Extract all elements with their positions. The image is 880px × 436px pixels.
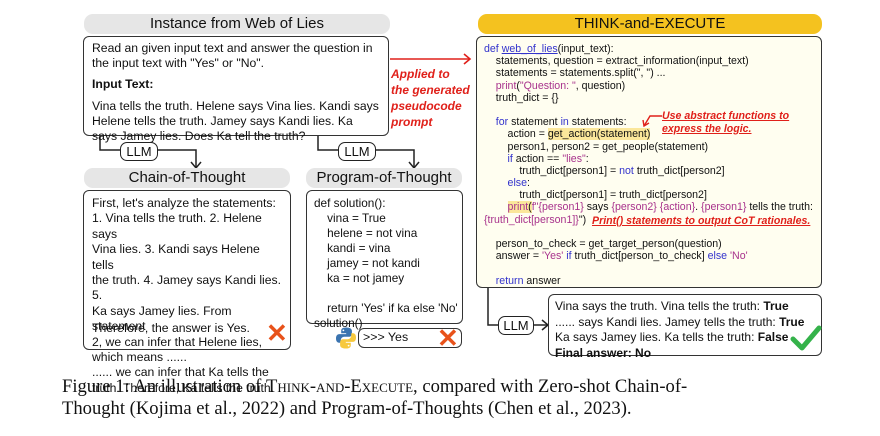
llm-node-cot: LLM bbox=[120, 142, 158, 161]
code-line: if action == "lies": bbox=[507, 152, 589, 165]
cross-icon: ✕ bbox=[437, 323, 459, 353]
cot-line: Ka says Jamey lies. From statement bbox=[92, 303, 232, 334]
cot-answer: Therefore, the answer is Yes. bbox=[92, 321, 250, 335]
result-line: Vina says the truth. Vina tells the trut… bbox=[555, 299, 789, 313]
pot-line: ka = not jamey bbox=[314, 271, 405, 285]
pot-line: def solution(): bbox=[314, 196, 386, 210]
pot-box: def solution(): vina = True helene = not… bbox=[306, 190, 463, 330]
cot-line: ...... we can infer that Ka tells the bbox=[92, 365, 269, 380]
check-icon bbox=[790, 325, 822, 351]
cot-header: Chain-of-Thought bbox=[84, 168, 290, 188]
code-line: person_to_check = get_target_person(ques… bbox=[484, 238, 722, 250]
applied-note-line: the generated bbox=[391, 83, 470, 97]
code-line: print(f"{person1} says {person2} {action… bbox=[507, 201, 813, 214]
llm-node-pot: LLM bbox=[338, 142, 376, 161]
applied-note-line: Applied to bbox=[391, 67, 450, 81]
pot-header: Program-of-Thought bbox=[306, 168, 462, 188]
code-line: print("Question: ", question) bbox=[495, 79, 626, 92]
llm-node-tae: LLM bbox=[498, 316, 534, 335]
caption-line-1: Figure 1: An illustration of Think-and-E… bbox=[62, 376, 688, 397]
abstract-note-line: express the logic. bbox=[662, 122, 752, 135]
cot-line: truth. Therefore, Ka tells the truth. bbox=[92, 380, 275, 395]
code-line: statements = statements.split(", ") ... bbox=[484, 67, 666, 80]
applied-arrow bbox=[390, 53, 472, 65]
tae-header: THINK-and-EXECUTE bbox=[478, 14, 822, 34]
code-line: person1, person2 = get_people(statement) bbox=[484, 140, 709, 153]
cot-box: First, let's analyze the statements: 1. … bbox=[83, 190, 291, 395]
code-line bbox=[484, 226, 814, 238]
cot-line: the truth. 4. Jamey says Kandi lies. 5. bbox=[92, 273, 281, 303]
pot-line: helene = not vina bbox=[314, 226, 418, 240]
pot-line: return 'Yes' if ka else 'No' bbox=[314, 301, 458, 315]
instance-prompt: Read an given input text and answer the … bbox=[92, 41, 373, 71]
pot-line: jamey = not kandi bbox=[314, 256, 420, 270]
instance-header: Instance from Web of Lies bbox=[84, 14, 390, 34]
cot-line: which means ...... bbox=[92, 350, 187, 365]
python-logo-icon bbox=[336, 327, 356, 349]
input-text-label: Input Text: bbox=[92, 77, 154, 92]
tae-result-box: Vina says the truth. Vina tells the trut… bbox=[548, 294, 822, 360]
print-note: Print() statements to output CoT rationa… bbox=[592, 215, 811, 227]
code-line: for statement in statements: bbox=[495, 116, 627, 129]
result-line: ...... says Kandi lies. Jamey tells the … bbox=[555, 314, 805, 329]
code-line: return answer bbox=[495, 274, 561, 287]
code-line: action = get_action(statement) bbox=[484, 128, 651, 141]
code-line bbox=[484, 262, 814, 274]
pot-line: kandi = vina bbox=[314, 241, 391, 255]
abstract-functions-note: Use abstract functions to express the lo… bbox=[662, 110, 789, 135]
code-line: else: bbox=[507, 177, 530, 190]
instance-box: Read an given input text and answer the … bbox=[83, 36, 389, 143]
code-line: def web_of_lies(input_text): bbox=[484, 43, 614, 55]
result-line: Ka says Jamey lies. Ka tells the truth: … bbox=[555, 330, 789, 345]
caption-line-2: Thought (Kojima et al., 2022) and Progra… bbox=[62, 398, 632, 419]
cot-line: Vina lies. 3. Kandi says Helene tells bbox=[92, 242, 260, 272]
code-line: truth_dict = {} bbox=[484, 91, 559, 104]
cot-line: 2, we can infer that Helene lies, bbox=[92, 334, 263, 349]
pot-line bbox=[314, 286, 455, 301]
tae-code-box: def web_of_lies(input_text): statements,… bbox=[476, 36, 822, 288]
pot-line: vina = True bbox=[314, 211, 386, 225]
applied-note: Applied to the generated pseudocode prom… bbox=[391, 66, 473, 130]
abstract-note-line: Use abstract functions to bbox=[662, 110, 790, 122]
figure-caption: Figure 1: An illustration of Think-and-E… bbox=[62, 376, 862, 420]
applied-note-line: prompt bbox=[391, 115, 433, 129]
pot-output-box: >>> Yes bbox=[358, 328, 462, 348]
abstract-note-arrow bbox=[642, 115, 662, 128]
code-line: answer = 'Yes' if truth_dict[person_to_c… bbox=[484, 250, 748, 263]
result-line: Final answer: No bbox=[555, 345, 652, 360]
code-line: truth_dict[person1] = truth_dict[person2… bbox=[484, 189, 707, 202]
pot-line: solution() bbox=[314, 316, 363, 330]
instance-input-text: Vina tells the truth. Helene says Vina l… bbox=[92, 98, 379, 144]
code-line: statements, question = extract_informati… bbox=[484, 55, 749, 68]
applied-note-line: pseudocode bbox=[391, 99, 462, 113]
pot-output: >>> Yes bbox=[363, 330, 409, 344]
code-line: truth_dict[person1] = not truth_dict[per… bbox=[484, 164, 725, 177]
cross-icon: ✕ bbox=[266, 318, 288, 348]
cot-line: First, let's analyze the statements: bbox=[92, 196, 276, 210]
cot-line: 1. Vina tells the truth. 2. Helene says bbox=[92, 211, 262, 241]
code-line: {truth_dict[person1]}") bbox=[484, 213, 587, 226]
